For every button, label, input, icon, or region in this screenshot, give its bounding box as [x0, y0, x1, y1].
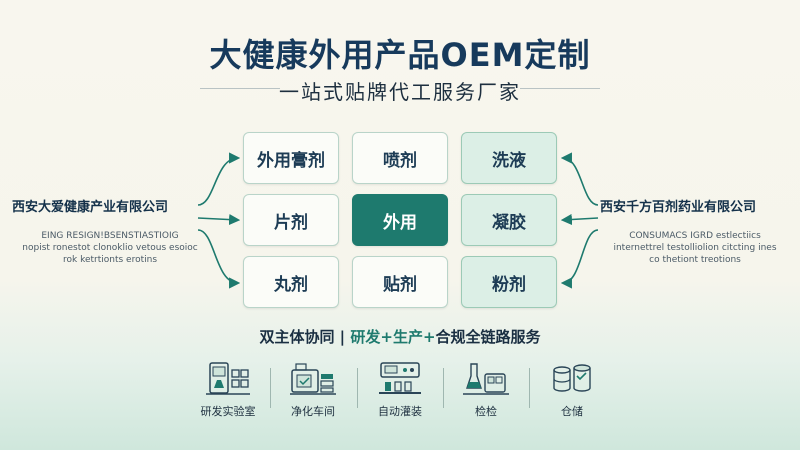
page-subtitle: 一站式贴牌代工服务厂家	[279, 80, 521, 104]
right-arrow-mid	[560, 213, 599, 226]
service-tagline: 双主体协同 | 研发+生产+合规全链路服务	[0, 326, 800, 347]
facility-label: 净化车间	[291, 405, 335, 418]
facility-label: 自动灌装	[378, 405, 422, 418]
lab-icon	[206, 362, 250, 395]
left-arrow-bottom	[197, 229, 241, 289]
clean-room-icon	[290, 363, 336, 395]
right-company-description: CONSUMACS IGRD estlectiics internettrel …	[600, 230, 790, 266]
page-title: 大健康外用产品OEM定制	[209, 36, 591, 74]
product-cell[interactable]: 外用膏剂	[243, 132, 339, 184]
facility-divider	[270, 368, 271, 408]
right-description-line: co thetiont treotions	[649, 255, 741, 265]
left-company-name: 西安大爱健康产业有限公司	[12, 200, 169, 215]
product-cell[interactable]: 丸剂	[243, 256, 339, 308]
subtitle-right-rule	[520, 88, 600, 89]
left-arrow-mid	[197, 213, 241, 226]
filling-machine-icon	[379, 362, 421, 394]
right-arrow-bottom	[560, 229, 599, 289]
facility-label: 仓储	[561, 405, 583, 418]
facility-label: 检检	[475, 405, 497, 418]
facility-divider	[357, 368, 358, 408]
subtitle-left-rule	[200, 88, 280, 89]
right-description-line: internettrel testolliolion citcting ines	[613, 243, 777, 253]
service-suffix: 合规全链路服务	[435, 328, 541, 346]
facility-lab: 研发实验室	[188, 360, 268, 419]
product-cell[interactable]: 粉剂	[461, 256, 557, 308]
service-highlight: 研发+生产+	[350, 328, 436, 346]
warehouse-icon	[553, 364, 591, 392]
product-cell[interactable]: 片剂	[243, 194, 339, 246]
product-cell[interactable]: 凝胶	[461, 194, 557, 246]
left-description-line: EING RESIGN!BSENSTIASTIOIG	[41, 231, 179, 241]
product-grid: 外用膏剂 喷剂 洗液 片剂 外用 凝胶 丸剂 贴剂 粉剂	[243, 132, 557, 308]
right-company-name: 西安千方百剂药业有限公司	[600, 200, 757, 215]
service-prefix: 双主体协同 |	[259, 328, 351, 346]
left-description-line: nopist ronestot clonoklio vetous esoioc	[22, 243, 198, 253]
facility-inspection: 检检	[446, 360, 526, 419]
facility-filling: 自动灌装	[360, 360, 440, 419]
product-cell[interactable]: 洗液	[461, 132, 557, 184]
facility-divider	[443, 368, 444, 408]
left-arrow-top	[197, 152, 241, 206]
facility-warehouse: 仓储	[532, 360, 612, 419]
left-description-line: rok ketrtionts erotins	[62, 255, 158, 265]
product-cell[interactable]: 贴剂	[352, 256, 448, 308]
facility-label: 研发实验室	[200, 405, 256, 418]
product-cell[interactable]: 喷剂	[352, 132, 448, 184]
facility-divider	[529, 368, 530, 408]
left-company-description: EING RESIGN!BSENSTIASTIOIG nopist ronest…	[20, 230, 200, 266]
right-arrow-top	[560, 152, 599, 206]
right-description-line: CONSUMACS IGRD estlectiics	[629, 231, 761, 241]
facility-clean-room: 净化车间	[273, 360, 353, 419]
product-cell-center[interactable]: 外用	[352, 194, 448, 246]
inspection-icon	[463, 363, 509, 395]
